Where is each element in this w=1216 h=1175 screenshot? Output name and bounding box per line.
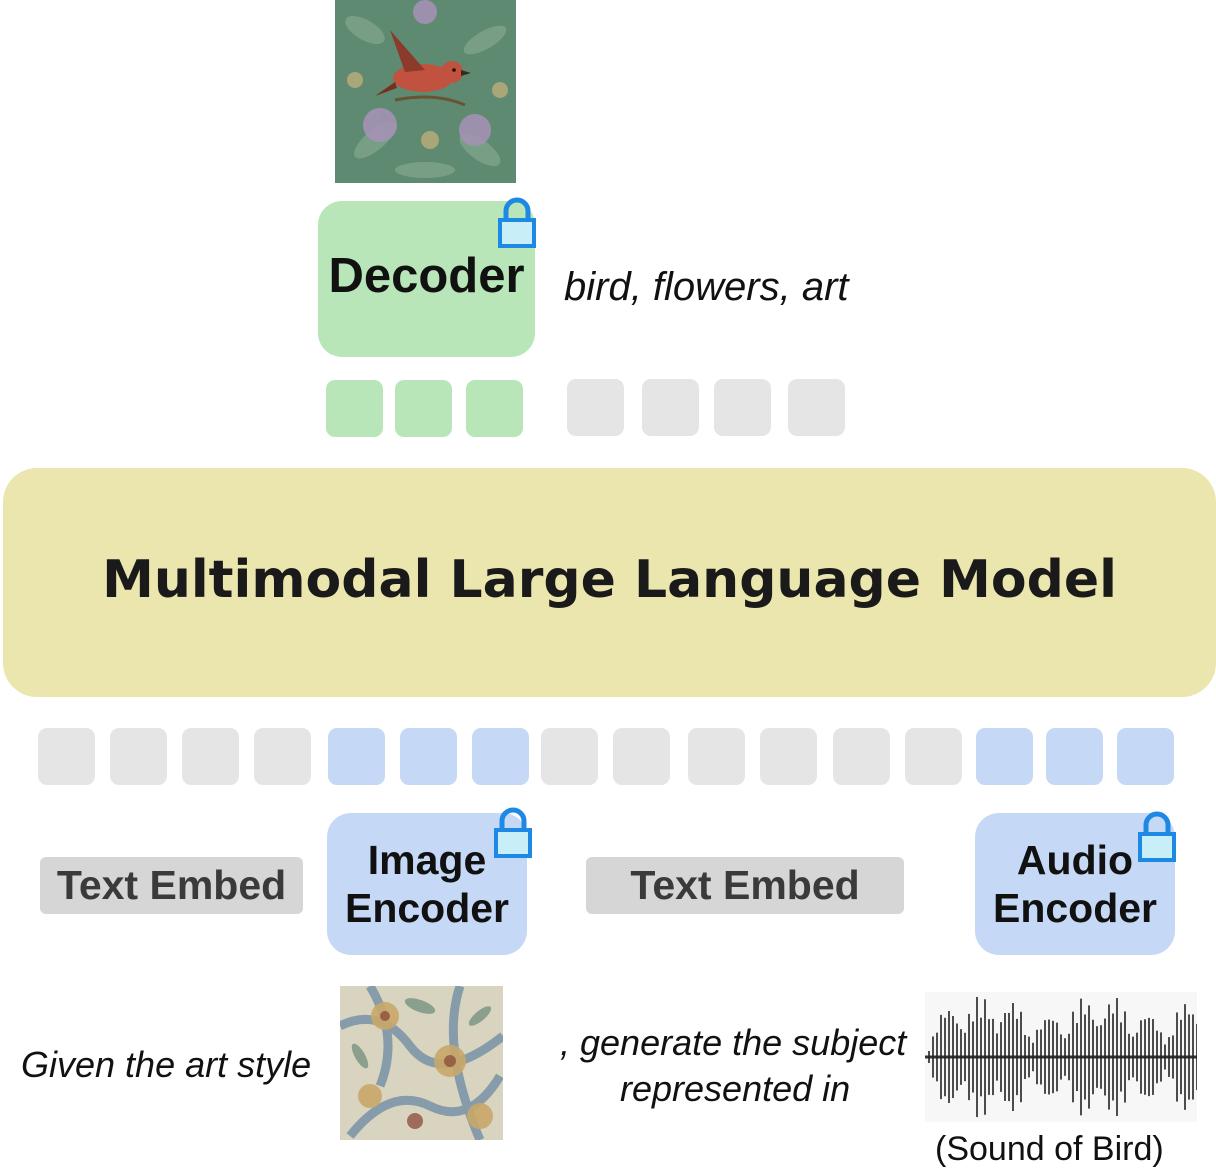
- image-encoder-label-line2: Encoder: [344, 885, 510, 931]
- output-image-token: [395, 380, 452, 437]
- lock-icon: [493, 806, 533, 860]
- audio-caption: (Sound of Bird): [935, 1130, 1164, 1168]
- input-text-token: [688, 728, 745, 785]
- lock-icon: [497, 196, 537, 250]
- input-image-token: [472, 728, 529, 785]
- input-text-token: [254, 728, 311, 785]
- input-text-token: [613, 728, 670, 785]
- output-text-token: [567, 379, 624, 436]
- output-image-token: [326, 380, 383, 437]
- input-audio-token: [976, 728, 1033, 785]
- input-text-token: [760, 728, 817, 785]
- audio-encoder-label-line2: Encoder: [992, 885, 1158, 931]
- floral-pattern-image: [337, 983, 506, 1142]
- input-audio-token: [1046, 728, 1103, 785]
- decoder-label: Decoder: [328, 249, 525, 303]
- mllm-box: Multimodal Large Language Model: [3, 468, 1216, 697]
- output-text-token: [642, 379, 699, 436]
- prompt-middle-line2: represented in: [620, 1068, 851, 1109]
- output-text-token: [714, 379, 771, 436]
- prompt-prefix: Given the art style: [21, 1044, 312, 1085]
- input-text-token: [905, 728, 962, 785]
- input-text-token: [182, 728, 239, 785]
- audio-encoder-label-line1: Audio: [1016, 837, 1134, 883]
- output-text-token: [788, 379, 845, 436]
- mllm-label: Multimodal Large Language Model: [102, 549, 1117, 610]
- image-encoder-label-line1: Image: [367, 837, 487, 883]
- prompt-middle-line1: , generate the subject: [560, 1022, 907, 1063]
- audio-waveform-icon: [925, 992, 1198, 1122]
- input-text-token: [110, 728, 167, 785]
- bird-artwork-image: [335, 0, 516, 183]
- input-text-token: [38, 728, 95, 785]
- lock-icon: [1137, 810, 1177, 864]
- output-image-token: [466, 380, 523, 437]
- input-image-token: [400, 728, 457, 785]
- text-embed-box: Text Embed: [586, 857, 904, 914]
- image-encoder-box: Image Encoder: [327, 813, 527, 955]
- text-embed-box: Text Embed: [40, 857, 303, 914]
- output-caption: bird, flowers, art: [564, 265, 849, 309]
- input-text-token: [541, 728, 598, 785]
- input-text-token: [833, 728, 890, 785]
- input-image-token: [328, 728, 385, 785]
- input-audio-token: [1117, 728, 1174, 785]
